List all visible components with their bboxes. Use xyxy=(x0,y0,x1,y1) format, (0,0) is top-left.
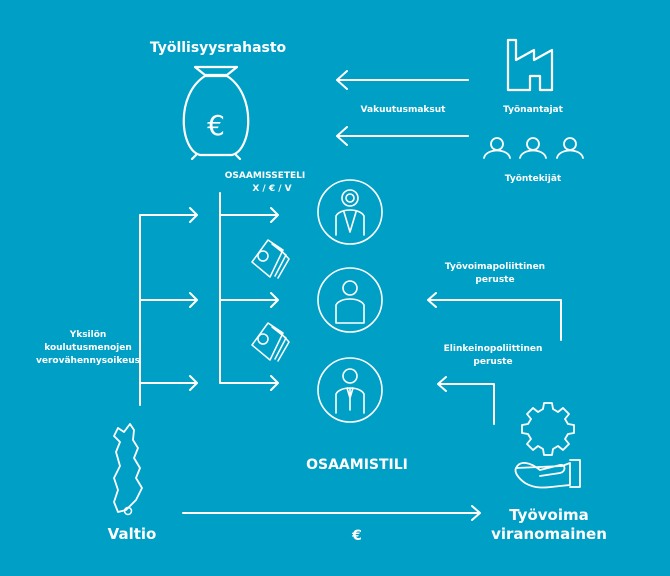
person-icon xyxy=(317,179,383,245)
labour-label-line1: Työvoimapoliittinen xyxy=(445,262,545,272)
banknotes-icon xyxy=(251,239,290,279)
voucher-branches xyxy=(219,192,279,391)
gear-icon xyxy=(521,402,575,456)
voucher-title: OSAAMISSETELI xyxy=(225,171,305,181)
euro-label: € xyxy=(351,528,362,544)
euro-sign: € xyxy=(207,109,225,142)
tax-label-line3: verovähennysoikeus xyxy=(36,356,140,366)
premium-arrow-employers xyxy=(336,70,469,90)
industry-label-line1: Elinkeinopoliittinen xyxy=(444,344,543,354)
state-to-authority-arrow xyxy=(182,505,481,521)
premium-arrow-employees xyxy=(336,126,469,146)
tax-label-line1: Yksilön xyxy=(69,330,107,340)
industry-arrow xyxy=(437,376,495,425)
tax-deduction-branches xyxy=(139,207,198,406)
tax-label-line2: koulutusmenojen xyxy=(44,343,132,353)
authority-label-line2: viranomainen xyxy=(491,525,607,543)
industry-label-line2: peruste xyxy=(473,357,512,367)
labour-arrow xyxy=(427,292,562,341)
account-label: OSAAMISTILI xyxy=(306,457,408,473)
employees-label: Työntekijät xyxy=(505,174,562,184)
people-icon xyxy=(483,137,584,159)
fund-label: Työllisyysrahasto xyxy=(150,40,287,56)
map-location-dot xyxy=(123,506,133,516)
premiums-label: Vakuutusmaksut xyxy=(361,105,447,115)
hand-icon xyxy=(514,459,581,489)
finland-map-icon xyxy=(113,423,143,513)
authority-label-line1: Työvoima xyxy=(509,506,589,524)
person-icon xyxy=(317,357,383,423)
money-bag-icon: € xyxy=(182,65,250,161)
employers-label: Työnantajat xyxy=(503,105,564,115)
factory-icon xyxy=(506,38,554,92)
labour-label-line2: peruste xyxy=(475,275,514,285)
state-label: Valtio xyxy=(108,525,157,543)
voucher-subtitle: X / € / V xyxy=(252,184,291,194)
banknotes-icon xyxy=(251,322,290,362)
person-icon xyxy=(317,267,383,333)
